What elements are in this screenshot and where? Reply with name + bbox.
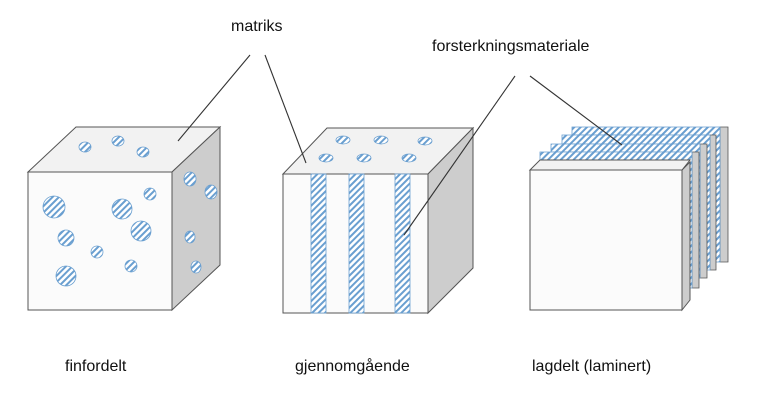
- particle-front-4: [130, 220, 152, 242]
- particle-top-2: [111, 135, 125, 147]
- particle-front-3: [143, 187, 157, 201]
- cube-continuous-side: [427, 126, 474, 315]
- matrix-label: matriks: [231, 18, 283, 35]
- particle-front-8: [55, 265, 77, 287]
- fiber-end-4: [318, 153, 334, 163]
- laminate-side-4: [691, 151, 700, 289]
- particle-top-3: [136, 146, 150, 158]
- particulate-caption: finfordelt: [65, 358, 127, 375]
- particles: [42, 135, 218, 287]
- particle-front-2: [111, 198, 133, 220]
- cube-layered: [528, 126, 729, 312]
- continuous-caption: gjennomgående: [295, 358, 410, 375]
- cube-layered-side: [681, 160, 691, 312]
- fiber-end-3: [417, 136, 433, 146]
- particle-side-2: [204, 184, 218, 200]
- laminate-side-2: [709, 134, 717, 271]
- cube-particulate-side: [171, 125, 221, 312]
- cube-continuous: [281, 126, 475, 315]
- particle-front-1: [42, 195, 66, 219]
- fiber-end-6: [401, 153, 417, 163]
- leader-lines: [177, 54, 623, 236]
- particle-top-1: [78, 141, 92, 153]
- particle-front-6: [90, 245, 104, 259]
- fiber-end-2: [373, 135, 389, 145]
- fiber-end-1: [335, 135, 351, 145]
- fiber-stripes: [310, 173, 411, 314]
- matrix-leader-1: [177, 54, 251, 142]
- cube-layered-top: [528, 159, 692, 171]
- matrix-leader-2: [264, 54, 307, 164]
- particle-front-7: [124, 259, 138, 273]
- particle-side-1: [183, 171, 197, 187]
- reinforcement-leader-1: [403, 75, 516, 236]
- fiber-ends: [318, 135, 433, 163]
- fiber-end-5: [356, 153, 372, 163]
- laminate-side-1: [719, 126, 729, 263]
- particle-side-3: [184, 230, 196, 244]
- laminate-side-3: [699, 143, 708, 279]
- layered-caption: lagdelt (laminert): [532, 358, 652, 375]
- particle-side-4: [190, 260, 202, 274]
- cube-particulate: [26, 125, 222, 312]
- fiber-stripe-2: [348, 173, 365, 314]
- reinforcement-leader-2: [529, 75, 623, 146]
- fiber-stripe-1: [310, 173, 327, 314]
- reinforcement-label: forsterkningsmateriale: [432, 38, 590, 55]
- particle-front-5: [57, 229, 75, 247]
- fiber-stripe-3: [394, 173, 411, 314]
- cube-layered-front: [529, 169, 683, 311]
